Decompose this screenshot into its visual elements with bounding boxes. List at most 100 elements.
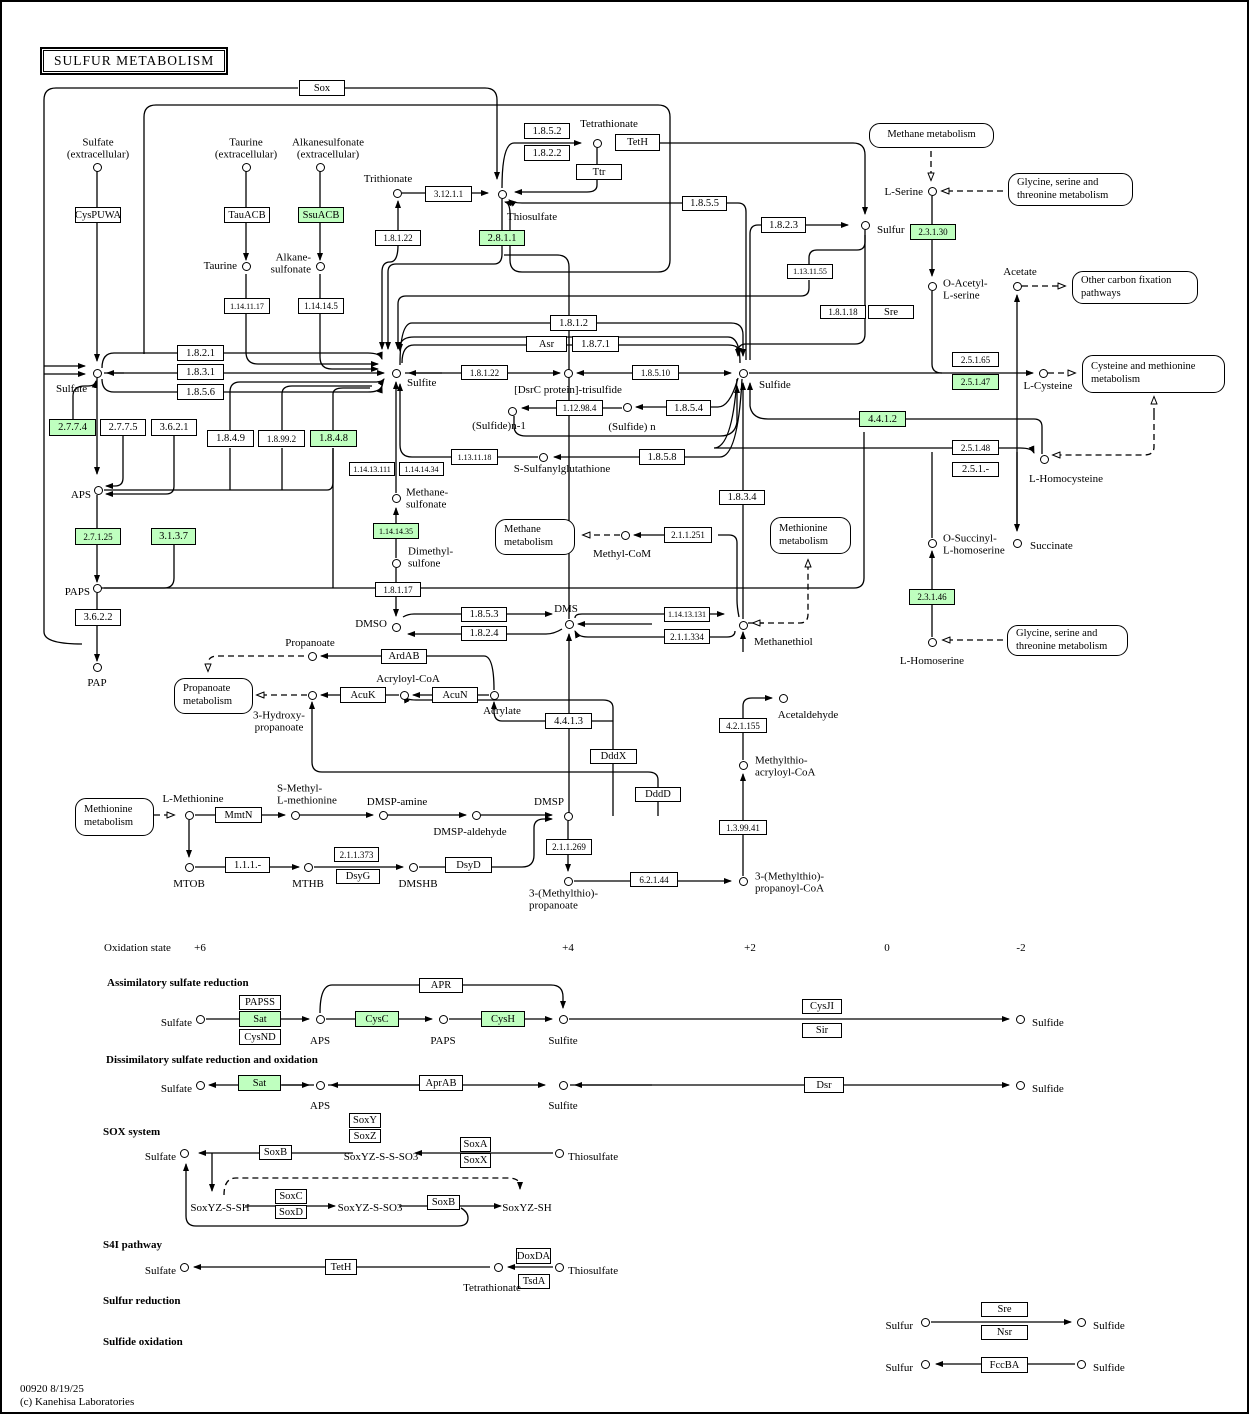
compound-circle[interactable] xyxy=(92,368,102,378)
enzyme-box[interactable]: SsuACB xyxy=(298,207,344,223)
compound-circle[interactable] xyxy=(738,876,748,886)
enzyme-box[interactable]: 2.8.1.1 xyxy=(479,230,525,246)
compound-circle[interactable] xyxy=(927,281,937,291)
enzyme-box[interactable]: Sir xyxy=(802,1023,842,1038)
compound-circle[interactable] xyxy=(554,1148,564,1158)
enzyme-box[interactable]: ArdAB xyxy=(381,649,427,664)
compound-circle[interactable] xyxy=(408,862,418,872)
enzyme-box[interactable]: 1.8.1.2 xyxy=(550,315,597,331)
enzyme-box[interactable]: 1.8.7.1 xyxy=(572,336,619,352)
compound-circle[interactable] xyxy=(315,261,325,271)
enzyme-box[interactable]: 2.5.1.- xyxy=(952,462,999,477)
compound-circle[interactable] xyxy=(391,368,401,378)
compound-circle[interactable] xyxy=(927,538,937,548)
compound-circle[interactable] xyxy=(471,810,481,820)
enzyme-box[interactable]: Sox xyxy=(299,80,345,96)
enzyme-box[interactable]: 1.8.3.4 xyxy=(719,490,765,505)
compound-circle[interactable] xyxy=(563,368,573,378)
compound-circle[interactable] xyxy=(92,162,102,172)
enzyme-box[interactable]: 1.8.99.2 xyxy=(258,430,305,447)
enzyme-box[interactable]: 1.8.1.17 xyxy=(375,582,421,597)
enzyme-box[interactable]: 6.2.1.44 xyxy=(630,872,678,887)
compound-circle[interactable] xyxy=(622,402,632,412)
enzyme-box[interactable]: 1.8.1.18 xyxy=(820,305,866,319)
compound-circle[interactable] xyxy=(1038,368,1048,378)
compound-circle[interactable] xyxy=(93,485,103,495)
compound-circle[interactable] xyxy=(378,810,388,820)
enzyme-box[interactable]: 1.8.2.4 xyxy=(461,626,507,641)
compound-circle[interactable] xyxy=(493,1262,503,1272)
compound-circle[interactable] xyxy=(315,1080,325,1090)
compound-circle[interactable] xyxy=(1076,1359,1086,1369)
enzyme-box[interactable]: 1.8.2.1 xyxy=(177,345,224,361)
enzyme-box[interactable]: 1.14.14.5 xyxy=(298,298,344,314)
compound-circle[interactable] xyxy=(592,138,602,148)
compound-circle[interactable] xyxy=(564,619,574,629)
enzyme-box[interactable]: SoxB xyxy=(427,1195,460,1210)
enzyme-box[interactable]: AcuK xyxy=(340,687,386,703)
enzyme-box[interactable]: DddD xyxy=(635,787,681,802)
enzyme-box[interactable]: 1.14.13.111 xyxy=(349,462,395,476)
enzyme-box[interactable]: Sre xyxy=(981,1302,1028,1317)
enzyme-box[interactable]: 3.12.1.1 xyxy=(425,186,472,202)
compound-circle[interactable] xyxy=(1012,538,1022,548)
compound-circle[interactable] xyxy=(620,530,630,540)
compound-circle[interactable] xyxy=(1039,454,1049,464)
compound-circle[interactable] xyxy=(1015,1080,1025,1090)
compound-circle[interactable] xyxy=(778,693,788,703)
enzyme-box[interactable]: 4.4.1.3 xyxy=(545,713,592,729)
compound-circle[interactable] xyxy=(1015,1014,1025,1024)
compound-circle[interactable] xyxy=(290,810,300,820)
enzyme-box[interactable]: TauACB xyxy=(224,207,270,223)
enzyme-box[interactable]: TetH xyxy=(615,134,660,151)
compound-circle[interactable] xyxy=(195,1014,205,1024)
enzyme-box[interactable]: 3.6.2.2 xyxy=(75,609,121,626)
enzyme-box[interactable]: TetH xyxy=(325,1259,357,1275)
enzyme-box[interactable]: 1.8.4.8 xyxy=(310,430,357,447)
enzyme-box[interactable]: Sat xyxy=(239,1011,281,1027)
compound-circle[interactable] xyxy=(507,406,517,416)
enzyme-box[interactable]: SoxB xyxy=(259,1145,292,1160)
compound-circle[interactable] xyxy=(241,261,251,271)
enzyme-box[interactable]: 1.8.5.5 xyxy=(682,196,727,211)
enzyme-box[interactable]: SoxZ xyxy=(349,1129,381,1143)
enzyme-box[interactable]: 2.7.7.4 xyxy=(49,419,96,436)
compound-circle[interactable] xyxy=(303,862,313,872)
enzyme-box[interactable]: CysC xyxy=(355,1011,399,1027)
enzyme-box[interactable]: 3.6.2.1 xyxy=(151,419,197,436)
enzyme-box[interactable]: SoxA xyxy=(460,1137,491,1152)
enzyme-box[interactable]: 1.13.11.18 xyxy=(451,449,498,465)
compound-circle[interactable] xyxy=(497,189,507,199)
compound-circle[interactable] xyxy=(315,1014,325,1024)
compound-circle[interactable] xyxy=(179,1262,189,1272)
compound-circle[interactable] xyxy=(92,583,102,593)
enzyme-box[interactable]: 1.8.3.1 xyxy=(177,364,224,380)
compound-circle[interactable] xyxy=(241,162,251,172)
enzyme-box[interactable]: CysH xyxy=(481,1011,525,1027)
compound-circle[interactable] xyxy=(179,1148,189,1158)
compound-circle[interactable] xyxy=(558,1080,568,1090)
enzyme-box[interactable]: SoxX xyxy=(460,1153,491,1168)
enzyme-box[interactable]: TsdA xyxy=(518,1274,550,1289)
compound-circle[interactable] xyxy=(438,1014,448,1024)
enzyme-box[interactable]: Dsr xyxy=(804,1077,844,1093)
enzyme-box[interactable]: Sre xyxy=(868,305,914,319)
enzyme-box[interactable]: DsyG xyxy=(336,869,380,884)
compound-circle[interactable] xyxy=(563,811,573,821)
compound-circle[interactable] xyxy=(538,452,548,462)
enzyme-box[interactable]: Nsr xyxy=(981,1325,1028,1340)
enzyme-box[interactable]: 2.1.1.373 xyxy=(334,847,379,862)
compound-circle[interactable] xyxy=(489,690,499,700)
enzyme-box[interactable]: 1.8.5.8 xyxy=(639,449,685,465)
enzyme-box[interactable]: 1.8.2.2 xyxy=(524,145,570,161)
compound-circle[interactable] xyxy=(307,651,317,661)
compound-circle[interactable] xyxy=(920,1359,930,1369)
compound-circle[interactable] xyxy=(738,368,748,378)
compound-circle[interactable] xyxy=(738,620,748,630)
enzyme-box[interactable]: PAPSS xyxy=(239,995,281,1010)
enzyme-box[interactable]: 1.8.2.3 xyxy=(761,217,806,233)
enzyme-box[interactable]: AcuN xyxy=(432,687,478,703)
